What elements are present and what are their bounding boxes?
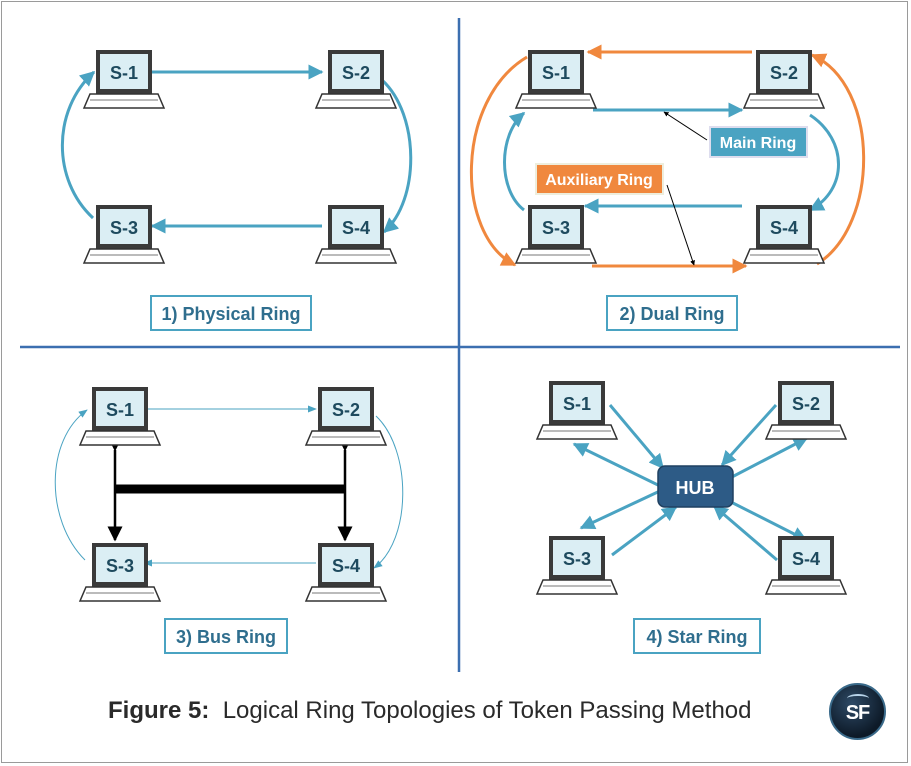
station-s4: S-4	[304, 543, 388, 602]
station-s1: S-1	[514, 50, 598, 109]
ring-arrow	[54, 409, 88, 561]
spoke-arrow	[608, 404, 665, 470]
spoke-arrow	[579, 488, 663, 530]
station-label: S-2	[770, 63, 798, 83]
station-label: S-2	[342, 63, 370, 83]
hub-box	[657, 465, 734, 508]
main-ring-callout-box	[709, 126, 808, 158]
figure-caption-text: Logical Ring Topologies of Token Passing…	[222, 697, 752, 724]
panel-dual-ring: S-1 S-2 S-3 S-4 Main Ring Auxiliary Ring…	[469, 44, 866, 331]
panel-caption: 2) Dual Ring	[619, 304, 724, 324]
station-label: S-3	[110, 218, 138, 238]
station-label: S-4	[332, 556, 360, 576]
station-s1: S-1	[535, 381, 619, 440]
station-s3: S-3	[514, 205, 598, 264]
main-ring-arrow	[808, 113, 840, 212]
open-book-icon	[847, 694, 869, 703]
panel-caption: 1) Physical Ring	[161, 304, 300, 324]
spoke-arrow	[720, 403, 778, 467]
station-s3: S-3	[535, 536, 619, 595]
auxiliary-ring-callout: Auxiliary Ring	[545, 172, 653, 189]
station-label: S-3	[106, 556, 134, 576]
auxiliary-ring-callout-box	[535, 163, 664, 195]
auxiliary-ring-arrow	[469, 55, 528, 267]
main-ring-callout: Main Ring	[720, 135, 796, 152]
panel-physical-ring: S-1 S-2 S-3 S-4 1) Physical Ring	[60, 50, 413, 331]
station-s4: S-4	[764, 536, 848, 595]
station-label: S-4	[792, 549, 820, 569]
station-s4: S-4	[314, 205, 398, 264]
spoke-arrow	[572, 442, 661, 488]
panel-caption: 4) Star Ring	[646, 627, 747, 647]
panel-star-ring: S-1 S-2 S-3 S-4 HUB 4) Star Ring	[535, 381, 848, 654]
station-s2: S-2	[304, 387, 388, 446]
station-s3: S-3	[82, 205, 166, 264]
station-s2: S-2	[314, 50, 398, 109]
logo-text: SF	[845, 702, 871, 724]
callout-pointer	[663, 111, 708, 141]
station-s3: S-3	[78, 543, 162, 602]
ring-arrow	[60, 70, 96, 220]
panel-caption-box	[606, 295, 738, 331]
station-label: S-2	[792, 394, 820, 414]
ring-arrow	[373, 415, 404, 569]
station-s4: S-4	[742, 205, 826, 264]
ring-arrow	[380, 78, 413, 234]
figure-caption: Figure 5: Logical Ring Topologies of Tok…	[108, 697, 751, 725]
brand-logo: SF	[829, 683, 886, 740]
station-s1: S-1	[78, 387, 162, 446]
panel-caption: 3) Bus Ring	[176, 627, 276, 647]
figure-caption-label: Figure 5:	[108, 697, 210, 724]
station-label: S-1	[542, 63, 570, 83]
panel-caption-box	[633, 618, 761, 654]
station-s2: S-2	[764, 381, 848, 440]
panel-caption-box	[164, 618, 288, 654]
station-s1: S-1	[82, 50, 166, 109]
station-label: S-2	[332, 400, 360, 420]
callout-pointer	[666, 184, 695, 266]
station-label: S-4	[342, 218, 370, 238]
station-label: S-4	[770, 218, 798, 238]
panel-caption-box	[150, 295, 312, 331]
station-s2: S-2	[742, 50, 826, 109]
spoke-arrow	[712, 504, 778, 562]
station-label: S-3	[542, 218, 570, 238]
spoke-arrow	[726, 498, 808, 542]
hub-label: HUB	[676, 478, 715, 498]
spoke-arrow	[611, 505, 678, 557]
station-label: S-3	[563, 549, 591, 569]
auxiliary-ring-arrow	[810, 53, 866, 266]
station-label: S-1	[563, 394, 591, 414]
station-label: S-1	[110, 63, 138, 83]
spoke-arrow	[729, 436, 809, 480]
main-ring-arrow	[503, 111, 526, 212]
panel-bus-ring: S-1 S-2 S-3 S-4 3) Bus Ring	[54, 387, 404, 654]
station-label: S-1	[106, 400, 134, 420]
